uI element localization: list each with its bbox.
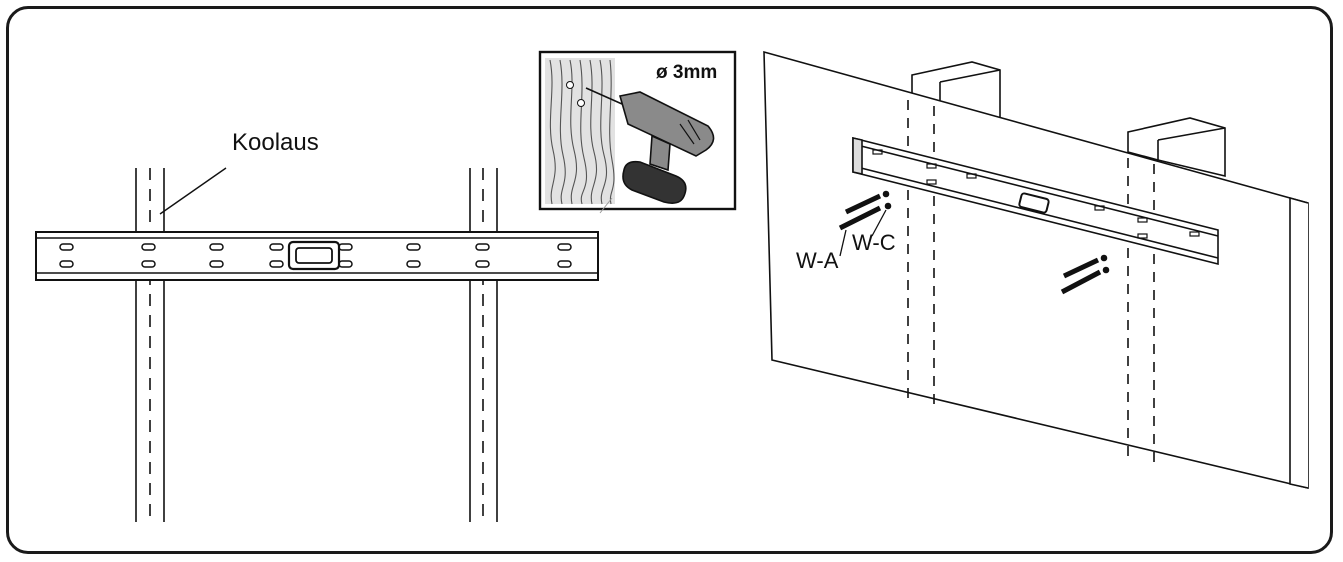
anchors-right — [1060, 254, 1110, 295]
stud-leader-line — [159, 167, 227, 215]
stud-right — [469, 168, 498, 522]
wall-bracket-front — [35, 231, 599, 281]
stud-left — [135, 168, 165, 522]
anchors-left — [838, 190, 892, 257]
instruction-frame — [6, 6, 1333, 554]
perspective-view — [763, 50, 1309, 490]
bracket-slots — [59, 243, 572, 268]
front-view — [35, 167, 599, 522]
stud-label: Koolaus — [232, 129, 319, 156]
stud-lines — [907, 100, 1155, 470]
anchor-label: W-A — [796, 248, 839, 273]
wall-panel — [763, 50, 1309, 490]
wall-bracket-perspective — [852, 136, 1219, 266]
screw-label: W-C — [852, 230, 896, 255]
bubble-level — [287, 240, 341, 271]
drill-icon — [585, 87, 715, 204]
inset-pointer — [599, 197, 613, 214]
drill-inset — [538, 50, 737, 214]
drill-size-label: ø 3mm — [656, 62, 717, 83]
